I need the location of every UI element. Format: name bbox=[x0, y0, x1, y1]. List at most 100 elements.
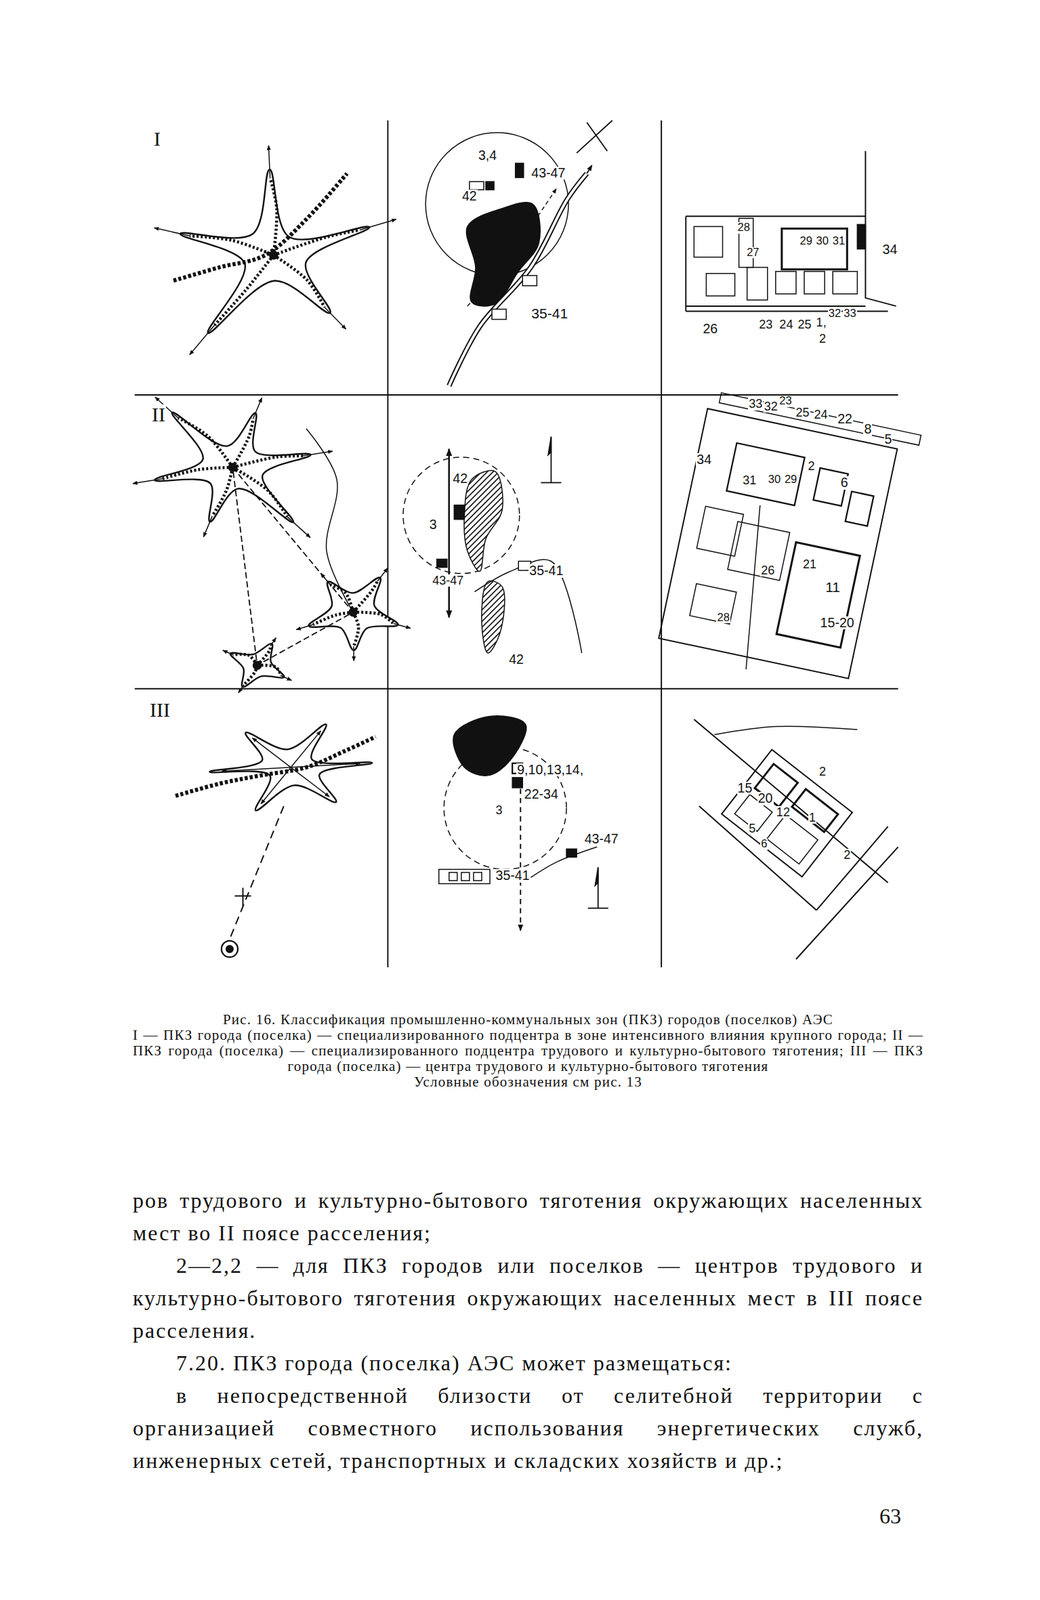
callout-number: 24 bbox=[813, 408, 829, 421]
road-arrow bbox=[222, 650, 234, 656]
callout-number: 23 bbox=[778, 395, 793, 408]
paragraph: ров трудового и культурно-бытового тягот… bbox=[132, 1184, 924, 1250]
road-arrow bbox=[238, 684, 244, 694]
road-dotted bbox=[232, 455, 303, 468]
road bbox=[448, 449, 450, 618]
callout-number: 32 bbox=[763, 400, 779, 413]
callout-number: 30 bbox=[815, 235, 830, 248]
building-symbol bbox=[473, 872, 482, 881]
road-dotted bbox=[352, 612, 394, 624]
road bbox=[530, 846, 597, 878]
settlement-outline bbox=[180, 169, 370, 334]
building-symbol bbox=[522, 275, 537, 286]
road-arrow bbox=[586, 165, 593, 174]
road-arrow bbox=[290, 731, 321, 768]
building-block bbox=[693, 226, 723, 257]
road-arrow bbox=[203, 516, 213, 537]
panel-number: I bbox=[153, 128, 162, 150]
street-line bbox=[685, 305, 866, 307]
callout-number: 2 bbox=[818, 765, 827, 778]
street-line bbox=[685, 215, 866, 217]
road-arrow bbox=[268, 145, 270, 179]
road-arrow bbox=[324, 306, 347, 329]
road bbox=[448, 449, 450, 618]
callout-number: 29 bbox=[783, 474, 798, 486]
building-symbol bbox=[461, 872, 470, 881]
callout-number: 31 bbox=[741, 474, 757, 487]
road-dotted bbox=[273, 255, 325, 308]
callout-number: 25 bbox=[794, 406, 810, 419]
callout-number: 42 bbox=[461, 189, 478, 204]
street-line bbox=[693, 719, 888, 883]
building-symbol bbox=[491, 308, 507, 320]
frame-line bbox=[386, 120, 389, 968]
callout-number: 3,4 bbox=[477, 149, 498, 163]
plan-group bbox=[721, 750, 853, 878]
road-dotted bbox=[178, 418, 234, 468]
callout-number: 2 bbox=[807, 460, 816, 473]
settlement-outline bbox=[209, 724, 372, 811]
road-dotted bbox=[352, 612, 359, 648]
building-block bbox=[832, 271, 858, 295]
building-block bbox=[726, 443, 805, 506]
road-arrow bbox=[253, 397, 263, 419]
road-arrow bbox=[189, 325, 215, 356]
callout-number: 33 bbox=[842, 308, 857, 320]
road-dotted bbox=[273, 229, 360, 255]
callout-number: 22 bbox=[836, 412, 854, 427]
building-row bbox=[439, 869, 490, 884]
street-line bbox=[685, 310, 888, 312]
callout-number: 25 bbox=[796, 318, 812, 331]
road-arrow bbox=[359, 219, 397, 231]
building-block bbox=[747, 267, 768, 301]
road-arrow bbox=[290, 763, 360, 768]
building-symbol bbox=[453, 505, 465, 520]
body-text: ров трудового и культурно-бытового тягот… bbox=[132, 1184, 924, 1478]
callout-number: 35-41 bbox=[528, 564, 564, 578]
npp-symbol bbox=[226, 945, 234, 954]
north-arrow bbox=[548, 437, 552, 456]
road-dotted bbox=[162, 467, 234, 480]
road-arrow bbox=[154, 227, 190, 236]
road bbox=[519, 770, 522, 931]
building-block bbox=[781, 228, 847, 269]
link-line bbox=[230, 806, 284, 938]
zone-circle bbox=[403, 457, 520, 574]
callout-number: 28 bbox=[737, 222, 751, 234]
road-arrow bbox=[260, 767, 291, 805]
building-symbol bbox=[437, 558, 448, 568]
street-line bbox=[726, 505, 781, 670]
callout-number: 31 bbox=[832, 235, 846, 248]
building-block bbox=[696, 506, 744, 557]
building-symbol bbox=[469, 181, 484, 190]
building-symbol bbox=[515, 163, 524, 178]
road-dotted bbox=[232, 467, 288, 517]
road-arrow bbox=[287, 516, 311, 538]
road-dotted bbox=[313, 612, 353, 625]
building-symbol bbox=[449, 872, 458, 881]
road-arrow bbox=[252, 737, 291, 767]
road-dotted bbox=[189, 235, 274, 255]
callout-number: 2 bbox=[842, 848, 851, 862]
settlement-outline bbox=[154, 412, 311, 524]
road-arrow bbox=[377, 568, 388, 582]
callout-number: 35-41 bbox=[530, 306, 569, 321]
road-dotted bbox=[212, 467, 233, 517]
block-outline bbox=[721, 750, 853, 878]
railway bbox=[175, 737, 376, 797]
callout-number: 24 bbox=[778, 318, 794, 331]
panel-number: III bbox=[149, 699, 171, 721]
north-arrow bbox=[540, 482, 561, 484]
town-area bbox=[464, 470, 503, 572]
road-dotted bbox=[270, 178, 278, 256]
callout-number: 26 bbox=[701, 322, 719, 337]
building-block bbox=[776, 542, 860, 648]
figure bbox=[0, 0, 1040, 1003]
building-block bbox=[857, 224, 866, 249]
road-arrow bbox=[296, 624, 314, 631]
paragraph: в непосредственной близости от селитебно… bbox=[132, 1379, 924, 1478]
town-area bbox=[453, 716, 527, 776]
building-symbol bbox=[566, 848, 577, 858]
callout-number: 26 bbox=[760, 564, 776, 577]
